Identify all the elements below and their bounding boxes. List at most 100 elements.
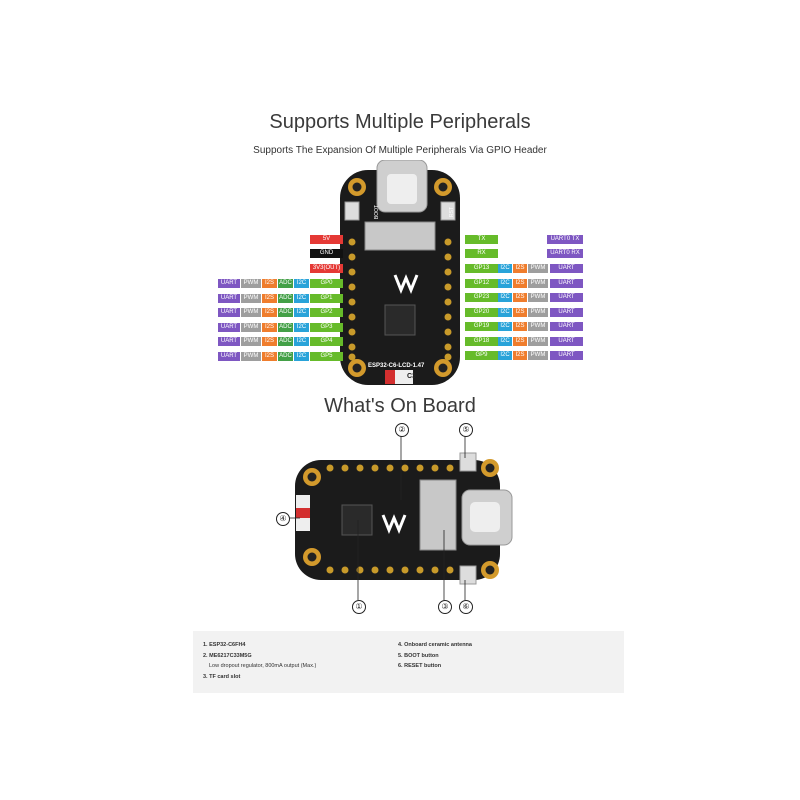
pin-fn-tag: I2C (498, 351, 512, 360)
board-top-view (340, 160, 460, 385)
board-back-view (295, 452, 513, 585)
pin-fn-tag: PWM (528, 293, 548, 302)
pin-fn-tag: I2C (498, 307, 512, 317)
pin-fn-tag: UART (550, 322, 583, 331)
legend-item-5: 5. BOOT button (398, 652, 439, 659)
antenna-label: C3 (407, 373, 416, 380)
pin-fn-tag: I2C (498, 278, 512, 288)
pin-fn-tag: I2S (513, 336, 527, 346)
pin-tag-5v: 5V (310, 235, 343, 244)
section-title-onboard: What's On Board (324, 395, 476, 417)
pin-fn-tag: I2C (294, 293, 309, 303)
pin-fn-tag: PWM (528, 307, 548, 317)
pin-fn-tag: UART (218, 337, 240, 346)
pin-fn-tag: ADC (278, 322, 293, 332)
pin-fn-tag: I2C (294, 351, 309, 361)
pin-fn-tag: UART (218, 322, 240, 332)
pin-fn-tag: I2S (513, 322, 527, 331)
pin-gp-tag: GP18 (465, 336, 498, 346)
pin-gp-tag: GP2 (310, 308, 343, 317)
pin-fn-tag: I2S (513, 307, 527, 317)
pin-fn-tag: I2S (262, 279, 277, 288)
callout-5: ⑤ (459, 423, 473, 437)
pin-fn-tag: UART (550, 293, 583, 302)
page-title: Supports Multiple Peripherals (269, 111, 531, 133)
pin-tag-rx: RX (465, 249, 498, 258)
legend-item-6: 6. RESET button (398, 663, 442, 669)
pin-fn-tag: ADC (278, 279, 293, 288)
pin-gp-tag: GP23 (465, 293, 498, 302)
pin-fn-tag: PWM (241, 337, 261, 346)
pin-fn-tag: UART (550, 278, 583, 288)
pin-fn-tag: I2C (498, 322, 512, 331)
pin-fn-tag: I2C (294, 337, 309, 346)
callout-3: ③ (438, 600, 452, 614)
pin-fn-tag: I2S (513, 293, 527, 302)
legend-item-2-detail: Low dropout regulator, 800mA output (Max… (209, 663, 317, 669)
pin-tag-uart0-rx: UART0 RX (547, 249, 583, 258)
pin-gp-tag: GP4 (310, 337, 343, 346)
legend-item-1: 1. ESP32-C6FH4 (203, 642, 246, 648)
pin-gp-tag: GP1 (310, 293, 343, 303)
pin-fn-tag: PWM (528, 264, 548, 273)
pin-fn-tag: I2S (262, 322, 277, 332)
pin-fn-tag: I2S (262, 293, 277, 303)
pin-fn-tag: I2C (294, 322, 309, 332)
board-silkscreen: ESP32-C6-LCD-1.47 (368, 363, 425, 369)
pin-fn-tag: PWM (241, 351, 261, 361)
pin-tag-uart0-tx: UART0 TX (547, 235, 583, 244)
pin-fn-tag: ADC (278, 351, 293, 361)
pin-fn-tag: PWM (528, 278, 548, 288)
pin-fn-tag: UART (218, 293, 240, 303)
pin-fn-tag: ADC (278, 308, 293, 317)
pin-fn-tag: UART (550, 307, 583, 317)
pin-fn-tag: I2S (262, 351, 277, 361)
callout-6: ⑥ (459, 600, 473, 614)
pin-gp-tag: GP0 (310, 279, 343, 288)
pin-fn-tag: I2S (513, 264, 527, 273)
pin-fn-tag: I2C (294, 308, 309, 317)
pin-fn-tag: UART (218, 351, 240, 361)
pin-tag-gnd: GND (310, 249, 343, 258)
pin-gp-tag: GP3 (310, 322, 343, 332)
pin-gp-tag: GP20 (465, 307, 498, 317)
callout-2: ② (395, 423, 409, 437)
legend-item-3: 3. TF card slot (203, 673, 241, 680)
legend-item-4: 4. Onboard ceramic antenna (398, 642, 472, 648)
pin-gp-tag: GP5 (310, 351, 343, 361)
pin-fn-tag: I2C (498, 264, 512, 273)
pin-fn-tag: PWM (241, 279, 261, 288)
pin-fn-tag: PWM (528, 351, 548, 360)
pin-fn-tag: UART (550, 336, 583, 346)
pin-fn-tag: PWM (528, 322, 548, 331)
pin-fn-tag: I2S (513, 278, 527, 288)
legend-item-2: 2. ME6217C33M5G (203, 652, 252, 659)
pin-fn-tag: ADC (278, 337, 293, 346)
pin-fn-tag: PWM (241, 293, 261, 303)
legend-panel: 1. ESP32-C6FH4 2. ME6217C33M5G Low dropo… (193, 631, 624, 693)
pin-fn-tag: UART (218, 308, 240, 317)
pin-fn-tag: PWM (528, 336, 548, 346)
pin-fn-tag: UART (218, 279, 240, 288)
pin-fn-tag: UART (550, 351, 583, 360)
pin-fn-tag: I2S (262, 308, 277, 317)
pin-fn-tag: UART (550, 264, 583, 273)
pin-fn-tag: PWM (241, 322, 261, 332)
pin-fn-tag: I2C (294, 279, 309, 288)
pin-gp-tag: GP12 (465, 278, 498, 288)
pin-gp-tag: GP19 (465, 322, 498, 331)
rst-silkscreen: RST (449, 207, 455, 217)
pin-fn-tag: I2C (498, 336, 512, 346)
mounting-hole-icon (348, 178, 366, 196)
page-subtitle: Supports The Expansion Of Multiple Perip… (253, 145, 547, 156)
pin-fn-tag: I2C (498, 293, 512, 302)
boot-silkscreen: BOOT (374, 204, 381, 220)
pin-fn-tag: PWM (241, 308, 261, 317)
pin-fn-tag: I2S (262, 337, 277, 346)
pin-fn-tag: I2S (513, 351, 527, 360)
pin-fn-tag: ADC (278, 293, 293, 303)
pin-gp-tag: GP9 (465, 351, 498, 360)
pin-tag-tx: TX (465, 235, 498, 244)
callout-1: ① (352, 600, 366, 614)
callout-4: ④ (276, 512, 290, 526)
